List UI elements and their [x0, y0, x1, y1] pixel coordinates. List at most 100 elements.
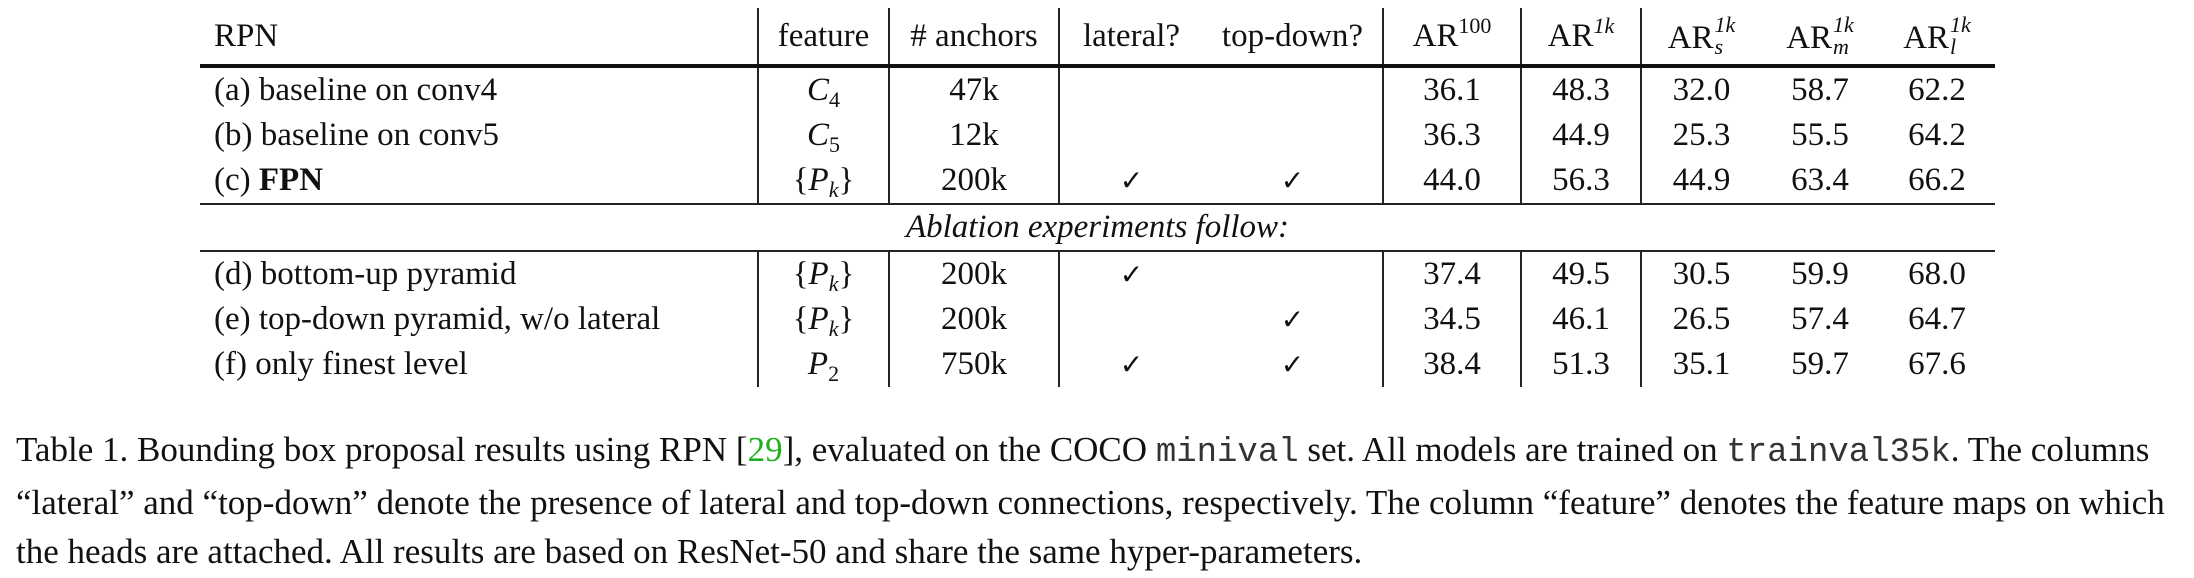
row-index: (d) [214, 256, 261, 292]
feature-subscript: k [828, 316, 839, 341]
row-anchors: 750k [889, 342, 1060, 387]
row-ar1k: 48.3 [1521, 66, 1642, 113]
row-anchors: 12k [889, 113, 1060, 158]
feature-subscript: 4 [829, 87, 840, 112]
row-arl: 64.2 [1908, 117, 1966, 153]
feature-brace-close: } [838, 301, 855, 337]
feature-symbol: C [806, 117, 829, 153]
feature-brace-open: { [792, 256, 809, 292]
row-topdown-check [1203, 66, 1384, 113]
row-method-label: (a) baseline on conv4 [200, 66, 759, 113]
header-feature: feature [758, 8, 890, 68]
row-lateral-check: ✓ [1119, 347, 1144, 381]
caption-text-3: set. All models are trained on [1298, 430, 1727, 469]
row-feature: C5 [758, 113, 890, 158]
row-ar100: 36.3 [1383, 113, 1522, 158]
row-feature: {Pk} [758, 158, 890, 205]
ablation-row: Ablation experiments follow: [200, 204, 1995, 252]
row-method-label: (f) only finest level [200, 342, 759, 387]
row-ar1k: 49.5 [1521, 251, 1642, 297]
row-ar100: 34.5 [1383, 297, 1522, 342]
row-topdown-check: ✓ [1203, 158, 1384, 205]
row-arl: 67.6 [1908, 346, 1966, 382]
feature-symbol: C [806, 72, 829, 108]
row-arm: 59.9 [1791, 256, 1849, 292]
row-arm: 55.5 [1791, 117, 1849, 153]
row-anchors: 47k [889, 66, 1060, 113]
feature-symbol: P [808, 162, 829, 198]
row-method-label: (c) FPN [200, 158, 759, 205]
header-ar1k: AR1k [1521, 8, 1642, 68]
row-label: baseline on conv4 [258, 72, 498, 108]
row-ar1k: 44.9 [1521, 113, 1642, 158]
feature-subscript: 5 [829, 132, 840, 157]
row-topdown-check: ✓ [1203, 297, 1384, 342]
row-topdown-check: ✓ [1203, 342, 1384, 387]
feature-brace-close: } [838, 256, 855, 292]
row-index: (c) [214, 162, 259, 198]
citation-link[interactable]: 29 [747, 430, 783, 469]
row-arm: 59.7 [1791, 346, 1849, 382]
row-arl: 64.7 [1908, 301, 1966, 337]
row-label: bottom-up pyramid [260, 256, 517, 292]
header-topdown: top-down? [1203, 8, 1384, 68]
caption-text-4: . The columns “lateral” and “top-down” d… [16, 430, 2165, 571]
feature-subscript: 2 [828, 361, 840, 386]
row-label: baseline on conv5 [260, 117, 500, 153]
row-method-label: (e) top-down pyramid, w/o lateral [200, 297, 759, 342]
feature-symbol: P [807, 346, 829, 382]
row-index: (e) [214, 301, 259, 337]
row-lateral-check: ✓ [1059, 158, 1203, 205]
feature-subscript: k [828, 177, 839, 202]
row-ars: 25.3 [1672, 117, 1731, 153]
row-feature: C4 [758, 66, 890, 113]
row-method-label: (b) baseline on conv5 [200, 113, 759, 158]
row-topdown-check [1203, 251, 1384, 297]
results-table: RPN feature # anchors lateral? top-down?… [200, 8, 1995, 387]
row-topdown-check [1203, 113, 1384, 158]
row-ar100: 44.0 [1383, 158, 1522, 205]
caption-text-1: Table 1. Bounding box proposal results u… [16, 430, 748, 469]
header-ar100: AR100 [1383, 8, 1522, 68]
feature-symbol: P [808, 256, 829, 292]
row-ars: 32.0 [1672, 72, 1731, 108]
header-method: RPN [200, 8, 759, 68]
row-method-label: (d) bottom-up pyramid [200, 251, 759, 297]
row-lateral-check [1059, 66, 1203, 113]
table-row: (e) top-down pyramid, w/o lateral{Pk}200… [200, 297, 1995, 342]
row-label-bold: FPN [258, 162, 324, 198]
feature-subscript: k [828, 271, 839, 296]
row-ar100: 36.1 [1383, 66, 1522, 113]
row-arm: 58.7 [1791, 72, 1849, 108]
row-arl: 62.2 [1908, 72, 1966, 108]
row-label: only finest level [255, 346, 468, 382]
row-lateral-check [1059, 113, 1203, 158]
feature-brace-close: } [838, 162, 855, 198]
feature-brace-open: { [792, 301, 809, 337]
caption-text-2: ], evaluated on the COCO [782, 430, 1156, 469]
row-feature: {Pk} [758, 251, 890, 297]
row-arm: 63.4 [1761, 158, 1879, 205]
row-ar1k: 51.3 [1521, 342, 1642, 387]
row-feature: {Pk} [758, 297, 890, 342]
row-ar1k: 46.1 [1521, 297, 1642, 342]
ablation-label: Ablation experiments follow: [200, 204, 1995, 252]
row-index: (b) [214, 117, 261, 153]
caption-code-trainval35k: trainval35k [1726, 434, 1951, 472]
table-caption: Table 1. Bounding box proposal results u… [16, 425, 2186, 576]
row-ars: 44.9 [1641, 158, 1761, 205]
row-ar100: 38.4 [1383, 342, 1522, 387]
row-lateral-check: ✓ [1119, 257, 1144, 291]
row-index: (f) [214, 346, 256, 382]
row-ars: 26.5 [1672, 301, 1731, 337]
header-lateral: lateral? [1059, 8, 1203, 68]
